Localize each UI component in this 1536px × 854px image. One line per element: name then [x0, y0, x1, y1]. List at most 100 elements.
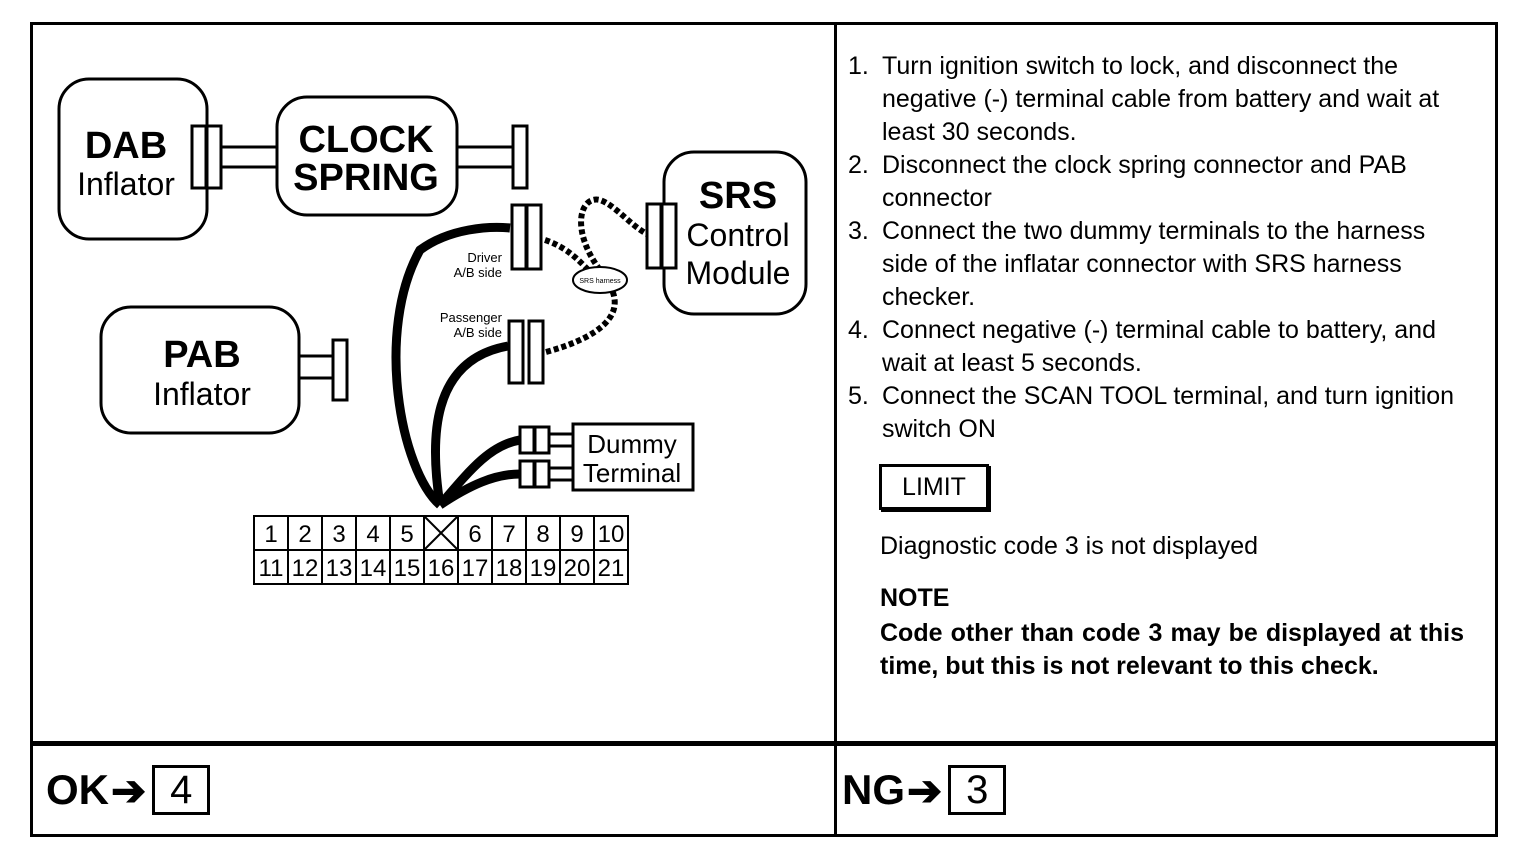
harness-wire-driver [391, 222, 511, 509]
grid-cell-label: 2 [298, 521, 311, 548]
grid-cell-label: 9 [570, 521, 583, 548]
ok-step-box: 4 [152, 765, 211, 815]
grid-cell [457, 549, 493, 585]
limit-text: Diagnostic code 3 is not displayed [880, 532, 1259, 560]
dab-subtitle: Inflator [77, 166, 175, 202]
pab-inflator-box [99, 305, 301, 435]
driver-connector-b [525, 203, 543, 271]
procedure-step: 1.Turn ignition switch to lock, and disc… [848, 50, 1478, 149]
srs-harness-lower [545, 288, 618, 355]
wiring-diagram: DAB Inflator CLOCK SPRING SRS Control Mo… [57, 77, 808, 585]
dummy-connector-2b [533, 459, 551, 489]
limit-label: LIMIT [902, 473, 966, 501]
grid-cell-label: 18 [496, 555, 523, 582]
srs-connector-a [645, 202, 663, 270]
step-text: Connect the two dummy terminals to the h… [882, 217, 1426, 311]
grid-cell-label: 14 [360, 555, 387, 582]
procedure-steps: 1.Turn ignition switch to lock, and disc… [848, 50, 1478, 446]
step-number: 1. [848, 52, 869, 80]
grid-cell [423, 549, 459, 585]
step-number: 4. [848, 316, 869, 344]
step-number: 3. [848, 217, 869, 245]
grid-cell-label: 16 [428, 555, 455, 582]
dummy-connector-1b [533, 425, 551, 455]
clock-spring-box [275, 95, 459, 217]
result-ok: OK ➔ 4 [46, 760, 211, 820]
procedure-step: 5. Connect the SCAN TOOL terminal, and tu… [848, 380, 1478, 446]
grid-cell [253, 515, 289, 551]
step-number: 2. [848, 151, 869, 179]
grid-cell-label: 13 [326, 555, 353, 582]
dab-connector-b [205, 124, 223, 190]
note-body: Code other than code 3 may be displayed … [880, 619, 1464, 680]
result-ng: NG ➔ 3 [842, 760, 1007, 820]
grid-cell-label: 21 [598, 555, 625, 582]
grid-cell [593, 515, 629, 551]
srs-title: SRS [699, 175, 777, 217]
clock-spring-line1: CLOCK [298, 119, 434, 161]
ok-label: OK [46, 766, 109, 813]
dab-title: DAB [85, 125, 167, 167]
grid-cell [525, 549, 561, 585]
limit-label-box: LIMIT [879, 464, 989, 510]
srs-connector-b [660, 202, 678, 270]
passenger-connector-b [527, 319, 545, 385]
grid-cell-label: 15 [394, 555, 421, 582]
grid-cell-label: 19 [530, 555, 557, 582]
step-text: Disconnect the clock spring connector an… [882, 151, 1407, 212]
passenger-label-1: Passenger [440, 310, 503, 325]
pab-connector [331, 338, 349, 402]
pab-title: PAB [163, 334, 240, 376]
driver-connector-a [510, 203, 528, 271]
ng-arrow-icon: ➔ [907, 766, 943, 814]
dummy-label-2: Terminal [583, 458, 681, 488]
grid-cell-cross-icon [423, 515, 459, 551]
srs-harness-tag [572, 266, 628, 294]
step-text: Connect negative (-) terminal cable to b… [882, 316, 1436, 377]
procedure-step: 3. Connect the two dummy terminals to the… [848, 215, 1478, 314]
passenger-label-2: A/B side [454, 325, 502, 340]
harness-wire-passenger [430, 341, 509, 506]
grid-cell-label: 4 [366, 521, 379, 548]
dummy-connector-2a [518, 459, 536, 489]
ng-step-box: 3 [948, 765, 1007, 815]
grid-cell [491, 515, 527, 551]
grid-cell-label: 11 [259, 555, 284, 582]
clock-spring-line2: SPRING [293, 157, 439, 199]
dummy-terminal-box [571, 422, 695, 492]
dab-connector-a [190, 124, 208, 190]
grid-cell-label: 8 [536, 521, 549, 548]
grid-cell-label: 10 [598, 521, 625, 548]
step-text: Connect the SCAN TOOL terminal, and turn… [882, 382, 1455, 443]
grid-cell-label: 1 [264, 521, 277, 548]
ng-label: NG [842, 766, 905, 813]
page-frame [30, 22, 1498, 837]
grid-cell-label: 17 [462, 555, 489, 582]
passenger-connector-a [507, 319, 525, 385]
srs-harness-top [578, 196, 649, 272]
dummy-label-1: Dummy [587, 429, 677, 459]
harness-wire-dummy-2 [437, 469, 521, 509]
grid-cell-label: 20 [564, 555, 591, 582]
srs-line2: Control [686, 217, 789, 253]
driver-label-1: Driver [467, 250, 502, 265]
srs-line3: Module [686, 255, 791, 291]
dummy-connector-1a [518, 425, 536, 455]
step-number: 5. [848, 382, 869, 410]
grid-cell-label: 3 [332, 521, 345, 548]
pab-subtitle: Inflator [153, 376, 251, 412]
srs-harness-tag-text: SRS harness [579, 278, 621, 285]
procedure-step: 4. Connect negative (-) terminal cable to… [848, 314, 1478, 380]
vertical-divider [834, 22, 837, 837]
grid-cell-label: 12 [292, 555, 319, 582]
grid-cell-label: 6 [468, 521, 481, 548]
driver-label-2: A/B side [454, 265, 502, 280]
grid-cell-label: 7 [502, 521, 515, 548]
note-title: NOTE [880, 584, 950, 612]
grid-cell [559, 549, 595, 585]
clock-spring-connector [511, 124, 529, 190]
grid-cell [593, 549, 629, 585]
grid-cell [287, 549, 323, 585]
ok-arrow-icon: ➔ [111, 766, 147, 814]
